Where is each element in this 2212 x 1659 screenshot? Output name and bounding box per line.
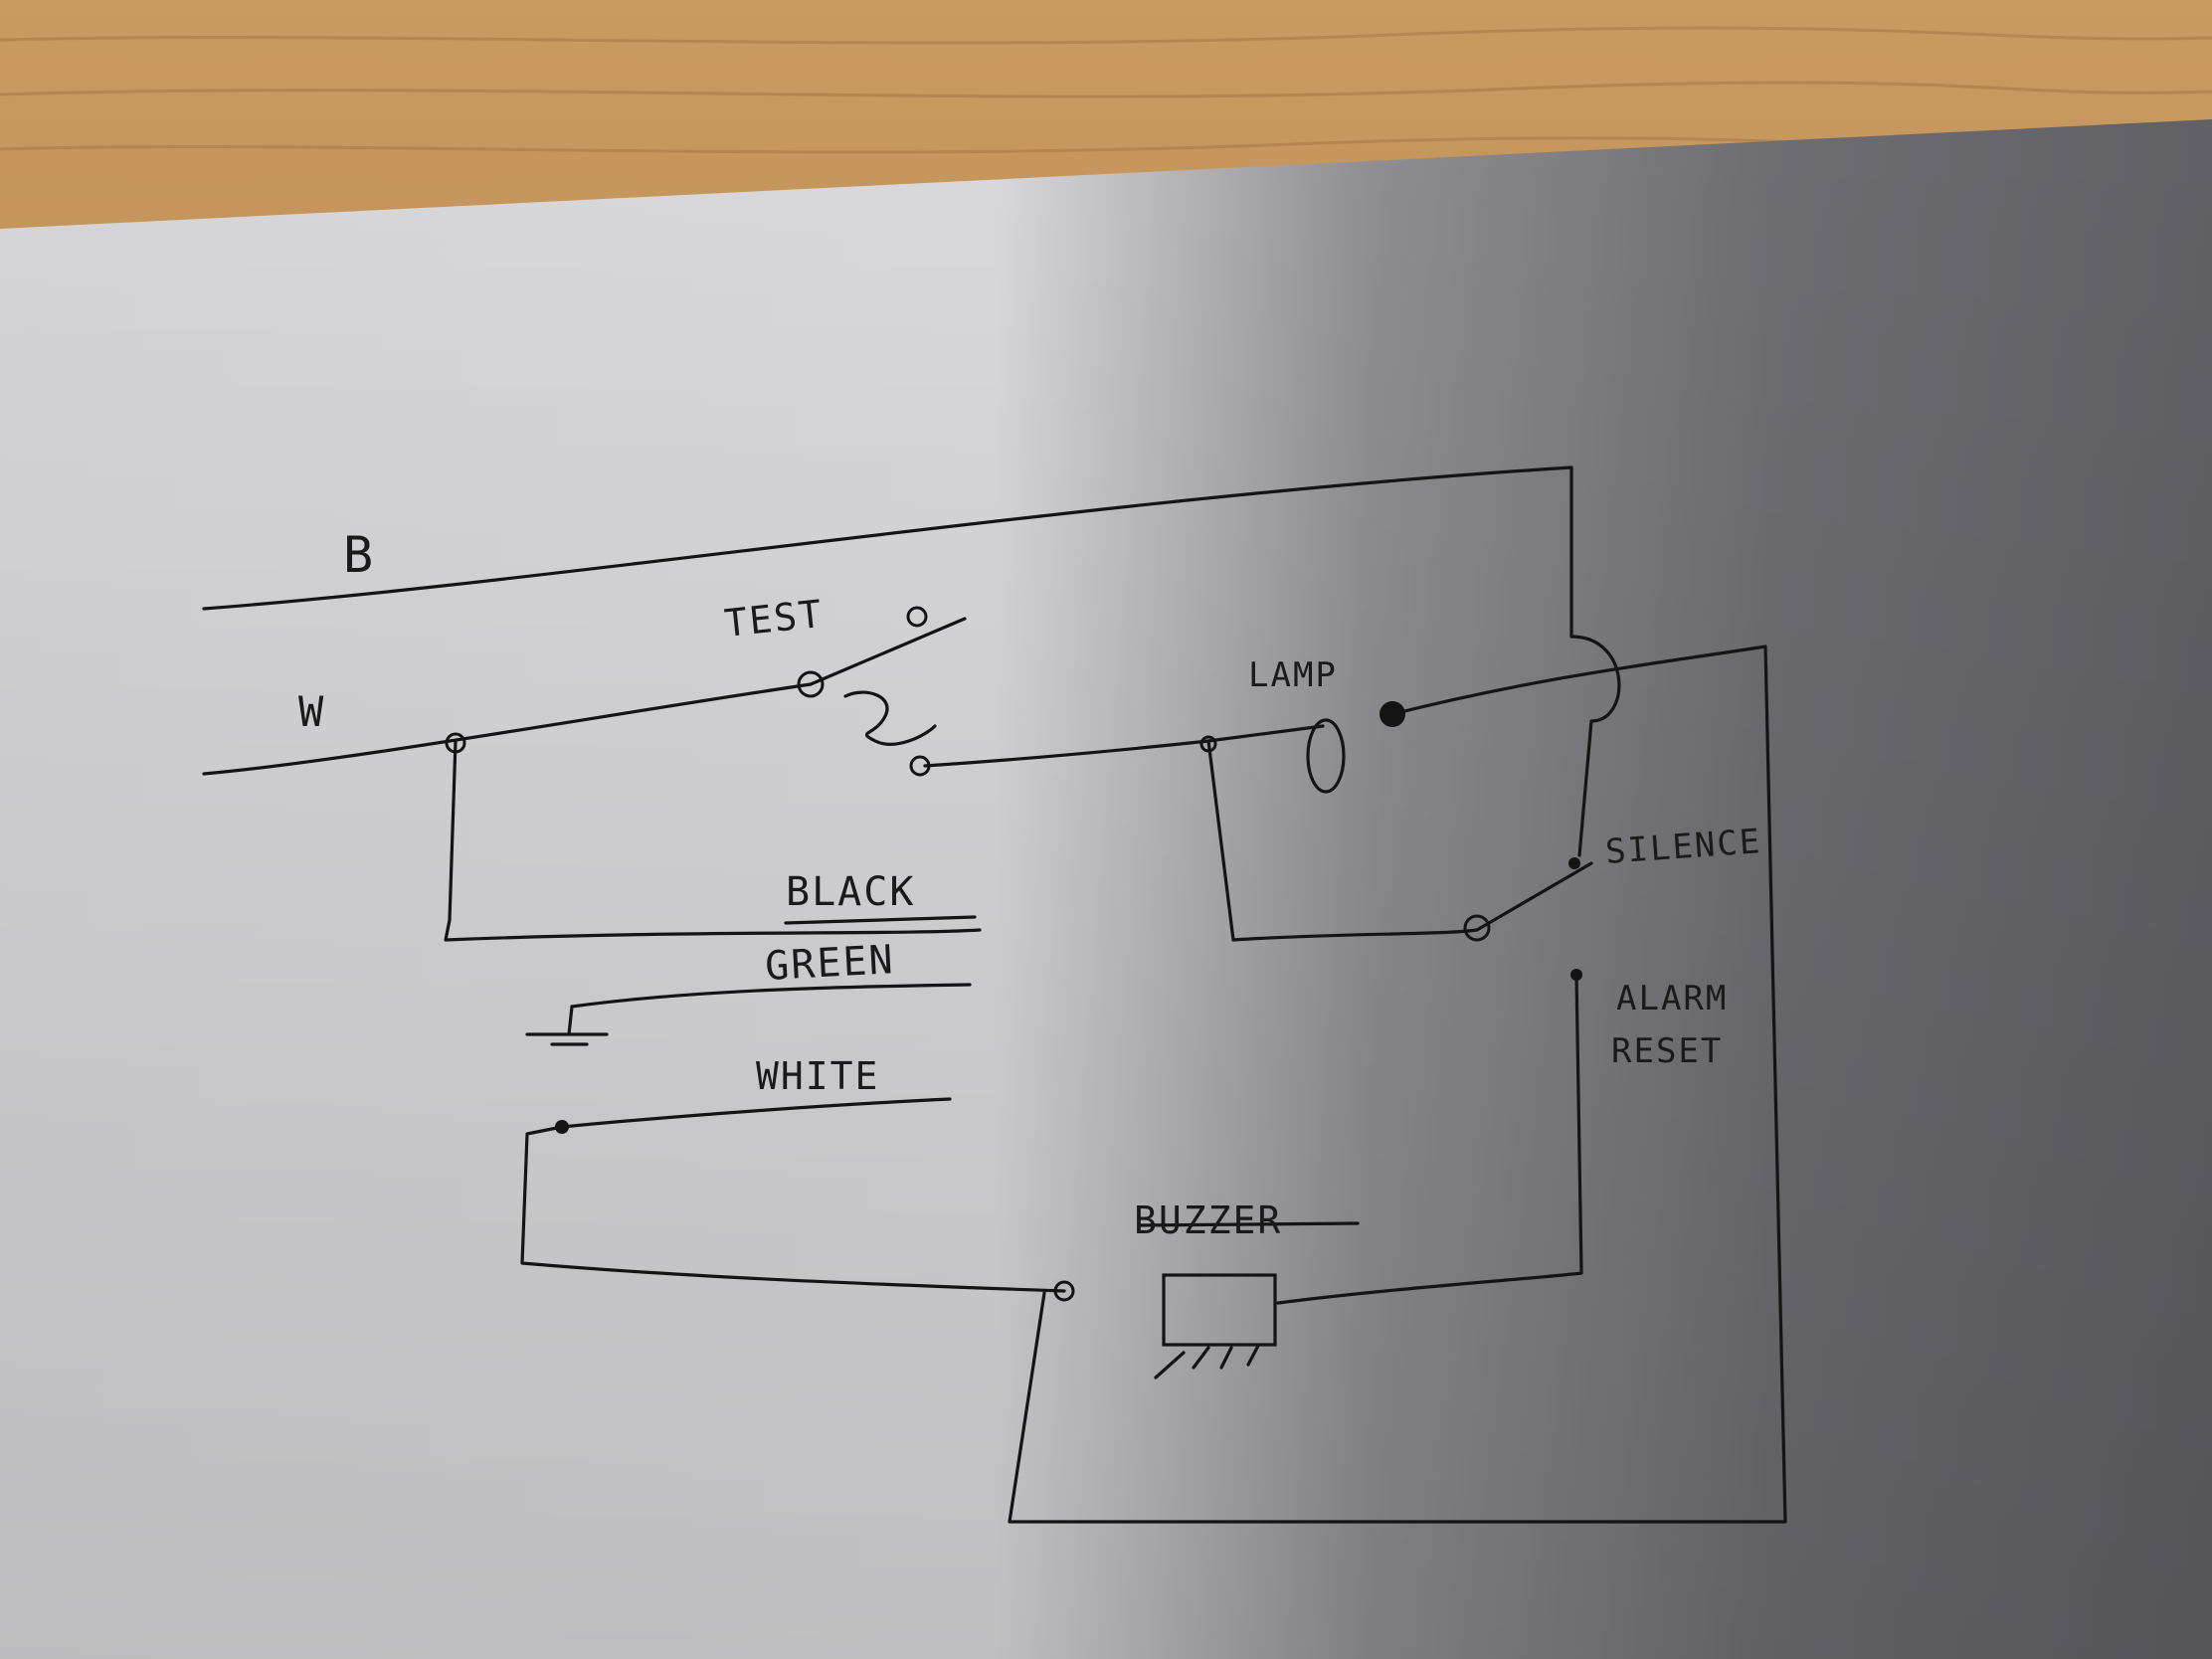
wire-white: [560, 1097, 952, 1129]
ground-stub: [525, 1005, 609, 1046]
terminal-lamp-right: [1380, 701, 1405, 727]
terminal-test-lower: [909, 755, 931, 777]
label-test: TEST: [722, 592, 826, 645]
terminal-lamp-left: [1199, 735, 1217, 753]
terminal-w-node: [445, 732, 466, 754]
terminal-test-top: [797, 670, 825, 698]
wire-b: [202, 465, 1573, 639]
label-buzzer: BUZZER: [1134, 1198, 1282, 1242]
terminal-silence-top: [1568, 857, 1580, 869]
terminal-reset: [1570, 969, 1582, 981]
label-green: GREEN: [764, 937, 896, 990]
label-alarm: ALARM: [1616, 979, 1728, 1018]
label-lamp: LAMP: [1248, 655, 1338, 695]
label-white: WHITE: [756, 1054, 879, 1098]
label-reset: RESET: [1611, 1031, 1723, 1071]
underline-buzzer: [1137, 1221, 1360, 1227]
wire-b-hop: [1569, 635, 1621, 857]
terminal-test-upper: [906, 606, 928, 628]
label-b: B: [343, 526, 375, 584]
label-black: BLACK: [786, 869, 915, 915]
scribble-test: [843, 690, 937, 746]
underline-black: [784, 915, 977, 925]
wire-w: [202, 682, 813, 776]
terminal-buzzer-left: [1053, 1280, 1075, 1302]
terminal-silence-bottom: [1463, 914, 1491, 942]
wire-buzzer-to-reset: [1276, 973, 1583, 1305]
wire-white-loop: [520, 1125, 1066, 1293]
terminal-white: [555, 1120, 569, 1134]
label-w: W: [298, 687, 325, 736]
test-switch-arm: [809, 617, 967, 686]
wire-lamp-loop: [1206, 739, 1479, 942]
lamp-coil: [1306, 718, 1346, 794]
buzzer-sound-marks: [1154, 1344, 1260, 1380]
wire-test-to-lamp: [923, 724, 1325, 768]
wire-black-loop: [444, 739, 982, 942]
silence-switch-arm: [1475, 861, 1593, 932]
paper-shading: [0, 119, 2212, 1659]
wire-green: [570, 983, 972, 1009]
buzzer-box: [1162, 1273, 1277, 1347]
wire-lamp-to-right: [1008, 645, 1787, 1524]
